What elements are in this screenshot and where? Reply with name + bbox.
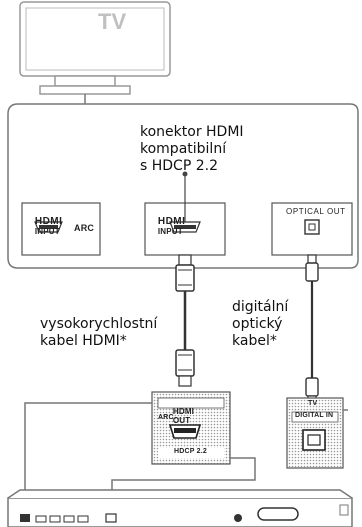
optical-cable-label-line-3: kabel* <box>232 333 277 349</box>
soundbar-hdcp-label: HDCP 2.2 <box>174 448 207 455</box>
callout-pointer <box>182 171 188 222</box>
soundbar-illustration <box>7 489 353 527</box>
optical-cable-label: digitální optický kabel* <box>232 299 288 350</box>
callout-line-1: konektor HDMI <box>140 124 244 140</box>
tv-hdmi-arc-name: INPUT <box>34 227 60 236</box>
soundbar-hdmi-out-port <box>151 391 231 465</box>
tv-optical-out-label: OPTICAL OUT <box>286 207 346 216</box>
hdmi-logo: HDMI <box>34 216 63 227</box>
hdmi-cable-label-line-1: vysokorychlostní <box>40 316 158 332</box>
soundbar-arc-label: ARC <box>158 414 174 421</box>
callout-line-3: s HDCP 2.2 <box>140 158 218 174</box>
hdmi-logo: HDMI <box>172 407 195 416</box>
tv-illustration <box>19 1 171 95</box>
optical-cable-label-line-1: digitální <box>232 299 289 315</box>
tv-label: TV <box>98 9 127 34</box>
tv-arc-sublabel: ARC <box>74 223 95 233</box>
tv-hdmi-arc-port <box>21 202 101 256</box>
soundbar-hdmi-out-label: HDMI OUT <box>168 398 194 425</box>
optical-cable <box>305 254 319 405</box>
soundbar-digital-in-label: DIGITAL IN <box>295 412 334 419</box>
hdmi-cable <box>175 254 195 387</box>
tv-optical-out-port <box>271 202 353 256</box>
hdmi-cable-label: vysokorychlostní kabel HDMI* <box>40 316 157 350</box>
hdmi-cable-label-line-2: kabel HDMI* <box>40 333 127 349</box>
soundbar-digital-in-port <box>286 397 344 469</box>
callout-text: konektor HDMI kompatibilní s HDCP 2.2 <box>140 124 244 175</box>
tv-hdmi-hdcp-name: INPUT <box>157 227 183 236</box>
tv-hdmi-arc-label: HDMI INPUT <box>30 207 62 236</box>
hdmi-logo: HDMI <box>157 216 186 227</box>
soundbar-tv-label: TV <box>308 400 318 407</box>
tv-hdmi-hdcp-label: HDMI INPUT <box>153 207 185 236</box>
callout-line-2: kompatibilní <box>140 141 227 157</box>
soundbar-hdmi-out-name: OUT <box>172 416 191 425</box>
optical-cable-label-line-2: optický <box>232 316 283 332</box>
